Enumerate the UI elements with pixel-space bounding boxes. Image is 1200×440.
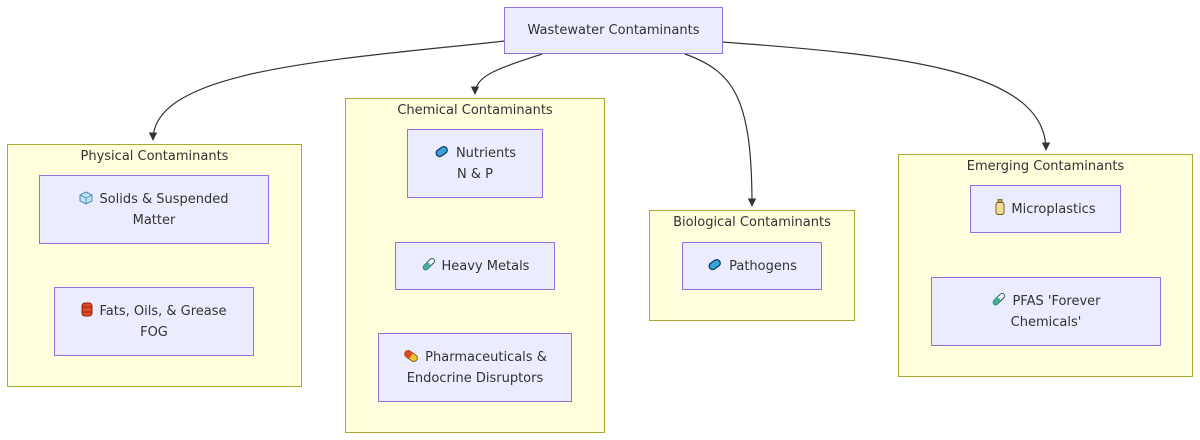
node-heavy-metals: Heavy Metals [395,242,555,290]
node-pharma-line2: Endocrine Disruptors [406,370,544,386]
pill-icon [404,349,418,362]
node-solids-line2: Matter [132,212,176,228]
node-fats-oils-grease: Fats, Oils, & Grease FOG [54,287,254,356]
cluster-chemical-title: Chemical Contaminants [397,103,553,118]
node-nutrients-line2: N & P [457,166,493,182]
node-fog-line2: FOG [140,324,168,340]
node-pathogens: Pathogens [682,242,822,290]
node-pharmaceuticals-endocrine: Pharmaceuticals & Endocrine Disruptors [378,333,572,402]
node-solids-line1: Solids & Suspended [99,191,229,207]
node-pharma-line1: Pharmaceuticals & [425,349,547,365]
plastic-bottle-icon [995,198,1005,215]
cluster-emerging-title: Emerging Contaminants [966,159,1125,174]
oil-drum-icon [81,302,93,316]
test-tube-icon [422,257,435,270]
node-nutrients-line1: Nutrients [455,145,517,161]
microbe-icon [435,145,448,157]
edge-root-to-emerging [721,41,1051,151]
cluster-biological-title: Biological Contaminants [673,215,831,230]
node-solids-suspended-matter: Solids & Suspended Matter [39,175,269,244]
root-node-label: Wastewater Contaminants [527,23,700,38]
node-microplastics: Microplastics [970,185,1121,233]
ice-cube-icon [79,190,93,205]
test-tube-icon [993,292,1006,305]
node-pfas-line2: Chemicals' [1010,314,1082,330]
node-pfas-forever-chemicals: PFAS 'Forever Chemicals' [931,277,1161,346]
root-node-wastewater-contaminants: Wastewater Contaminants [504,7,723,54]
microbe-icon [708,258,722,270]
node-fog-line1: Fats, Oils, & Grease [99,303,227,319]
node-microplastics-line1: Microplastics [1011,201,1096,217]
edge-root-to-chemical [470,53,543,95]
node-pathogens-line1: Pathogens [729,258,797,274]
node-nutrients: Nutrients N & P [407,129,543,198]
node-metals-line1: Heavy Metals [441,258,530,274]
cluster-physical-title: Physical Contaminants [80,149,229,164]
node-pfas-line1: PFAS 'Forever [1012,293,1101,309]
edge-root-to-biological [684,53,757,207]
